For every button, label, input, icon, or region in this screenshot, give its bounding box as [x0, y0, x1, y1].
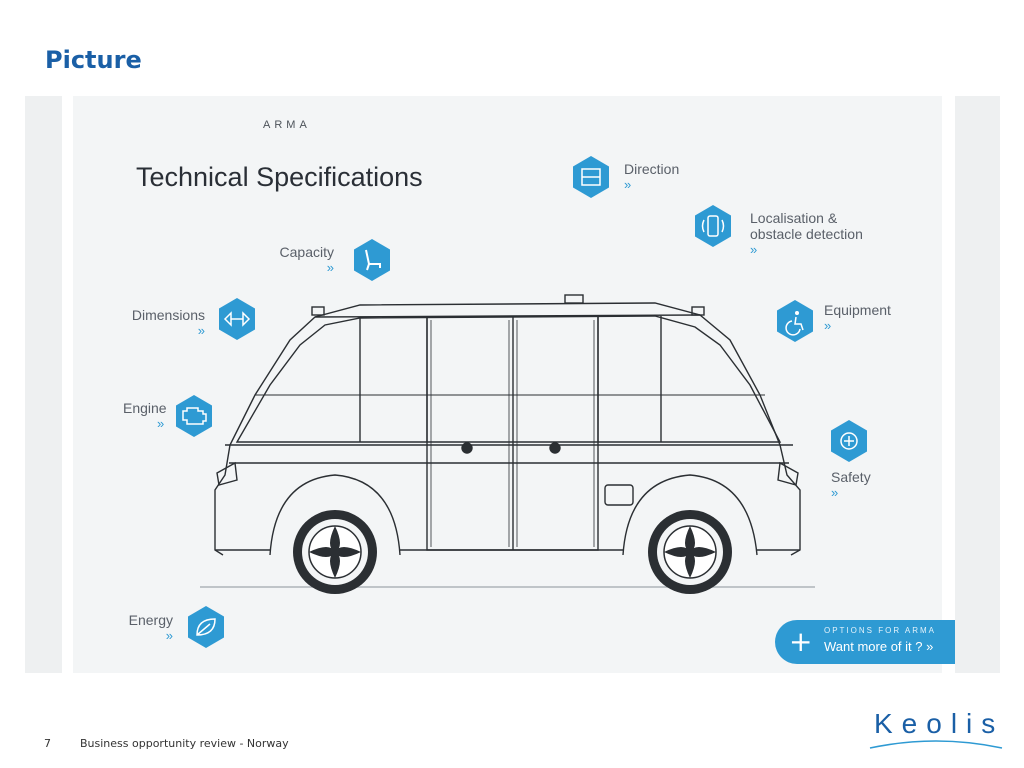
steering-icon[interactable] — [571, 155, 611, 199]
options-big-label: Want more of it ? » — [824, 639, 934, 654]
capacity-label: Capacity — [279, 244, 334, 260]
safety-arrow: » — [831, 485, 839, 500]
capacity-arrow: » — [326, 260, 334, 275]
energy-label: Energy — [128, 612, 173, 628]
arma-logo: ARMA — [263, 119, 311, 131]
right-side-panel — [955, 96, 1000, 673]
footer-text: Business opportunity review - Norway — [80, 737, 289, 750]
spec-localisation[interactable]: Localisation & obstacle detection » — [750, 210, 863, 258]
keolis-wordmark: Keolis — [874, 708, 1005, 739]
spec-safety[interactable]: Safety » — [831, 469, 871, 501]
safety-label: Safety — [831, 469, 871, 485]
options-small-label: OPTIONS FOR ARMA — [824, 626, 937, 635]
spec-engine[interactable]: Engine » — [123, 400, 167, 432]
spec-energy[interactable]: Energy » — [115, 612, 173, 644]
page-number: 7 — [44, 737, 51, 750]
spec-equipment[interactable]: Equipment » — [824, 302, 891, 334]
spec-image-panel — [73, 96, 942, 673]
spec-direction[interactable]: Direction » — [624, 161, 679, 193]
sensor-icon[interactable] — [693, 204, 733, 248]
spec-dimensions[interactable]: Dimensions » — [120, 307, 205, 339]
keolis-logo: Keolis — [868, 708, 1004, 754]
options-for-arma-button[interactable]: + OPTIONS FOR ARMA Want more of it ? » — [775, 620, 955, 664]
plus-icon: + — [789, 625, 813, 658]
energy-arrow: » — [165, 628, 173, 643]
front-wheel — [293, 510, 377, 594]
left-side-panel — [25, 96, 62, 673]
dimensions-label: Dimensions — [131, 307, 205, 323]
localisation-label-line1: Localisation & — [750, 210, 838, 226]
dimensions-arrow: » — [197, 323, 205, 338]
leaf-icon[interactable] — [186, 605, 226, 649]
rear-wheel — [648, 510, 732, 594]
localisation-arrow: » — [750, 242, 758, 257]
equipment-label: Equipment — [824, 302, 891, 318]
direction-label: Direction — [624, 161, 680, 177]
keolis-swoosh-icon — [869, 740, 1003, 749]
arma-shuttle-illustration — [200, 294, 815, 594]
localisation-label-line2: obstacle detection — [750, 226, 863, 242]
panel-heading: Technical Specifications — [136, 162, 423, 192]
accessibility-icon[interactable] — [775, 299, 815, 343]
slide-title: Picture — [45, 46, 142, 74]
engine-arrow: » — [157, 416, 165, 431]
direction-arrow: » — [624, 177, 632, 192]
engine-label: Engine — [123, 400, 167, 416]
arrows-icon[interactable] — [217, 297, 257, 341]
engine-icon[interactable] — [174, 394, 214, 438]
seat-icon[interactable] — [352, 238, 392, 282]
safety-icon[interactable] — [829, 419, 869, 463]
spec-capacity[interactable]: Capacity » — [270, 244, 334, 276]
equipment-arrow: » — [824, 318, 832, 333]
